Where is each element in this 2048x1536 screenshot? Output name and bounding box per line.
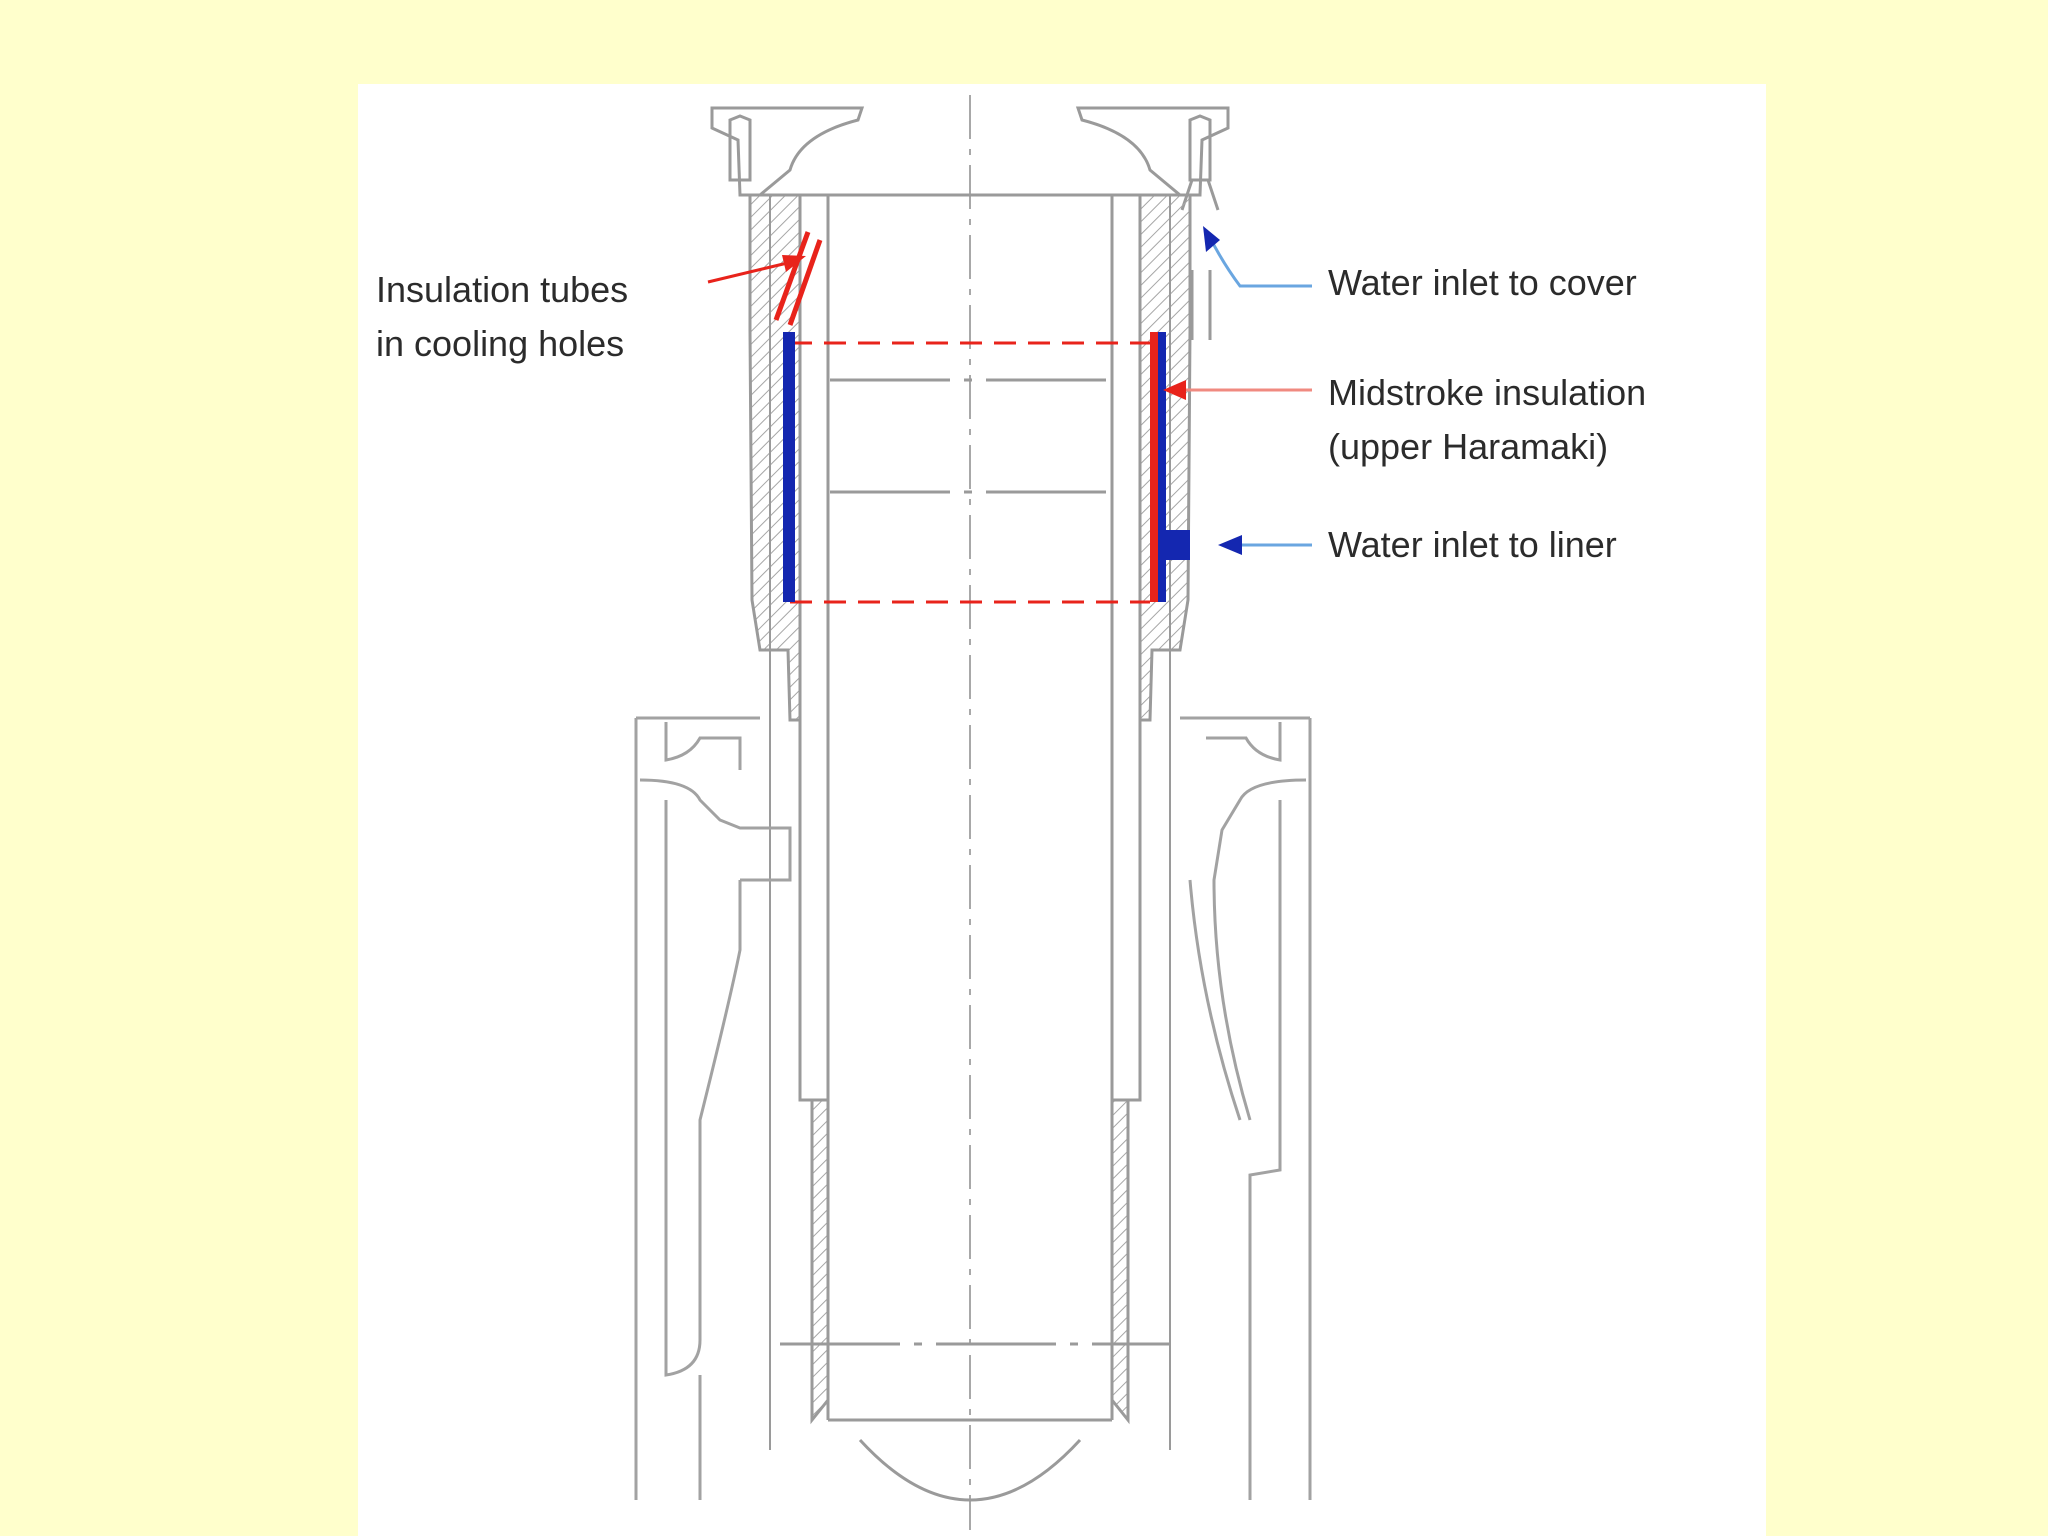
engine-frame	[634, 716, 1312, 1500]
label-insulation-tubes-2: in cooling holes	[376, 323, 624, 364]
drawing-panel	[358, 84, 1766, 1536]
leader-insulation-tubes	[707, 255, 806, 284]
liner-wall-left	[748, 193, 830, 1450]
liner-wall-right	[1110, 193, 1192, 1450]
label-water-inlet-liner: Water inlet to liner	[1328, 524, 1617, 565]
label-insulation-tubes-1: Insulation tubes	[376, 269, 628, 310]
leader-midstroke-insulation	[1163, 380, 1312, 400]
cooling-water-jacket	[783, 332, 1190, 602]
label-midstroke-1: Midstroke insulation	[1328, 372, 1646, 413]
midstroke-zone-boundaries	[790, 341, 1150, 604]
leader-water-inlet-liner	[1218, 535, 1312, 555]
insulation-tubes	[773, 231, 823, 326]
cylinder-cover	[710, 106, 1230, 340]
leader-water-inlet-cover	[1203, 226, 1312, 288]
label-midstroke-2: (upper Haramaki)	[1328, 426, 1608, 467]
bore	[780, 195, 1170, 1502]
label-water-inlet-cover: Water inlet to cover	[1328, 262, 1637, 303]
